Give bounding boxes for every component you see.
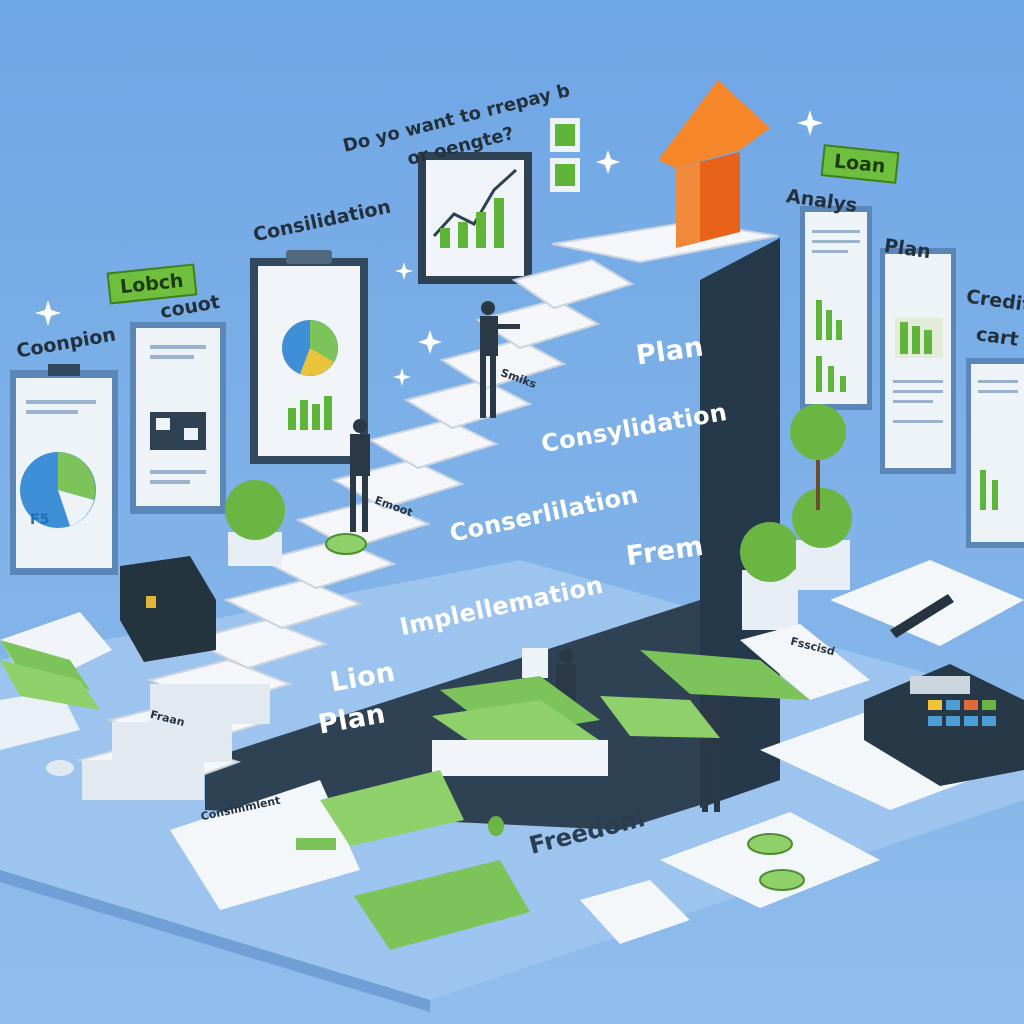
banknote-icon	[0, 640, 810, 950]
calculator-icon	[864, 664, 1024, 786]
board-label-f5: F5	[30, 512, 50, 528]
board-right-3	[966, 358, 1024, 548]
plant-icon	[225, 404, 852, 630]
board-right-1	[800, 206, 872, 410]
floor-slab-edge	[0, 870, 430, 1012]
person-top	[480, 301, 520, 418]
monitor-line-chart	[418, 152, 532, 284]
board-right-2	[880, 248, 956, 474]
pen-icon	[890, 594, 954, 638]
sparkle-icon	[35, 110, 823, 386]
clipboard-pie	[250, 250, 368, 464]
mini-app-icons	[550, 118, 580, 192]
line-chart-icon	[432, 168, 518, 248]
board-left-qr	[130, 322, 226, 514]
briefcase-icon	[120, 556, 216, 662]
coin-icon	[46, 533, 805, 891]
person-middle	[350, 419, 370, 532]
board-left-pie	[10, 364, 118, 575]
arrow-up-icon	[658, 80, 770, 248]
stair-block	[205, 250, 780, 830]
bar-chart-icon	[288, 396, 332, 430]
